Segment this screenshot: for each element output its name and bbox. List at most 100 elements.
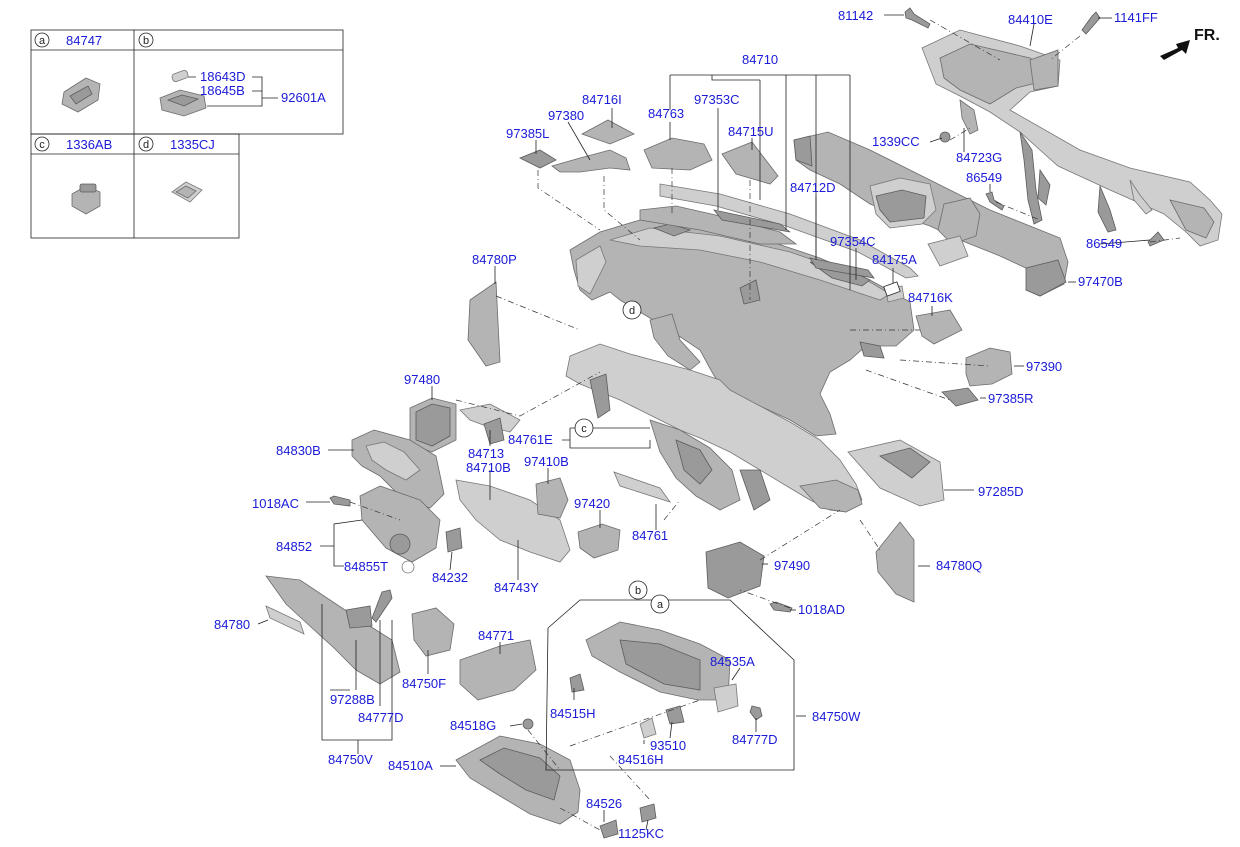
- crash-pad-carrier: [565, 313, 863, 513]
- part-label-84761: 84761: [632, 528, 668, 543]
- nut-1339CC-icon: [939, 131, 951, 143]
- callout-d: d: [629, 305, 635, 317]
- part-label-18643D: 18643D: [200, 69, 246, 84]
- part-label-1141FF: 1141FF: [1114, 10, 1158, 25]
- part-label-84743Y: 84743Y: [494, 580, 539, 595]
- bolt-86549-b-icon: [1147, 231, 1165, 247]
- part-label-97354C: 97354C: [830, 234, 876, 249]
- part-label-84232: 84232: [432, 570, 468, 585]
- inset-table: a 84747 b c 1336AB d 1335CJ 18643D 18645…: [30, 29, 344, 239]
- callout-b-circle: [628, 580, 648, 600]
- part-label-97380: 97380: [548, 108, 584, 123]
- part-label-84777D-b: 84777D: [732, 732, 778, 747]
- part-label-84716I: 84716I: [582, 92, 622, 107]
- inset-part-d: 1335CJ: [170, 137, 215, 152]
- part-label-81142: 81142: [838, 8, 873, 23]
- part-label-84777D-a: 84777D: [358, 710, 404, 725]
- front-arrow-icon: [1160, 40, 1190, 60]
- part-label-97385R: 97385R: [988, 391, 1034, 406]
- part-label-84723G: 84723G: [956, 150, 1002, 165]
- inset-part-a: 84747: [66, 33, 102, 48]
- inset-letter-b-circle: [138, 32, 154, 48]
- crash-pad-main-panel: [569, 219, 915, 437]
- front-label: FR.: [1194, 27, 1220, 44]
- part-label-84515H: 84515H: [550, 706, 596, 721]
- part-label-84780P: 84780P: [472, 252, 517, 267]
- part-label-97353C: 97353C: [694, 92, 740, 107]
- part-label-84855T: 84855T: [344, 559, 388, 574]
- part-label-84526: 84526: [586, 796, 622, 811]
- part-label-97480: 97480: [404, 372, 440, 387]
- bolt-1141FF-icon: [1081, 11, 1101, 35]
- part-label-84716K: 84716K: [908, 290, 953, 305]
- inset-part-c: 1336AB: [66, 137, 112, 152]
- cowl-cross-bar: [921, 29, 1223, 247]
- part-84175A-icon: [883, 281, 901, 297]
- part-label-84710B: 84710B: [466, 460, 511, 475]
- inset-letter-b: b: [143, 35, 149, 47]
- callout-d-circle: [622, 300, 642, 320]
- part-label-84780: 84780: [214, 617, 250, 632]
- part-label-84535A: 84535A: [710, 654, 755, 669]
- callout-b: b: [635, 585, 641, 597]
- part-label-84715U: 84715U: [728, 124, 774, 139]
- part-label-97470B: 97470B: [1078, 274, 1123, 289]
- part-label-1018AD: 1018AD: [798, 602, 845, 617]
- inset-letter-d-circle: [138, 136, 154, 152]
- part-label-97410B: 97410B: [524, 454, 569, 469]
- callout-a: a: [657, 599, 664, 611]
- glove-box-components: [455, 621, 739, 839]
- part-label-84712D: 84712D: [790, 180, 836, 195]
- part-label-86549-a: 86549: [966, 170, 1002, 185]
- grommet-1336AB-icon: [71, 183, 101, 215]
- part-label-84516H: 84516H: [618, 752, 664, 767]
- part-label-84780Q: 84780Q: [936, 558, 982, 573]
- part-label-84771: 84771: [478, 628, 514, 643]
- part-label-97390: 97390: [1026, 359, 1062, 374]
- part-label-84510A: 84510A: [388, 758, 433, 773]
- part-label-93510: 93510: [650, 738, 686, 753]
- bolt-81142-icon: [904, 7, 931, 29]
- part-label-1018AC: 1018AC: [252, 496, 299, 511]
- part-label-97288B: 97288B: [330, 692, 375, 707]
- screw-84777D-b-icon: [749, 705, 763, 721]
- part-label-84830B: 84830B: [276, 443, 321, 458]
- air-duct-assembly: [793, 131, 1069, 297]
- part-label-84518G: 84518G: [450, 718, 496, 733]
- part-labels: 81142 84410E 1141FF 84710 84716I 97380 9…: [214, 8, 1158, 841]
- part-label-97490: 97490: [774, 558, 810, 573]
- inset-letter-a: a: [39, 35, 46, 47]
- part-label-84761E: 84761E: [508, 432, 553, 447]
- leader-lines: [257, 14, 1151, 831]
- part-label-84710: 84710: [742, 52, 778, 67]
- part-label-84852: 84852: [276, 539, 312, 554]
- inset-letter-d: d: [143, 139, 149, 151]
- part-label-92601A: 92601A: [281, 90, 326, 105]
- part-label-84750F: 84750F: [402, 676, 446, 691]
- part-label-1339CC: 1339CC: [872, 134, 920, 149]
- crash-pad-trim-parts: [519, 119, 1013, 407]
- callout-circles: c d a b: [574, 300, 670, 614]
- screw-1018AC-icon: [329, 495, 351, 507]
- part-label-18645B: 18645B: [200, 83, 245, 98]
- assembly-dashed-lines: [349, 19, 1181, 831]
- screw-1018AD-icon: [769, 601, 793, 613]
- inset-letter-a-circle: [34, 32, 50, 48]
- lamp-assembly-icon: [159, 69, 207, 117]
- part-label-84750V: 84750V: [328, 752, 373, 767]
- part-label-84763: 84763: [648, 106, 684, 121]
- front-direction-indicator: FR.: [1160, 27, 1220, 60]
- part-label-97285D: 97285D: [978, 484, 1024, 499]
- part-label-84175A: 84175A: [872, 252, 917, 267]
- bolt-86549-a-icon: [985, 191, 1005, 211]
- screw-84777D-a-icon: [371, 589, 393, 623]
- left-side-components: [265, 281, 945, 701]
- part-label-84713: 84713: [468, 446, 504, 461]
- part-label-84750W: 84750W: [812, 709, 861, 724]
- part-label-97385L: 97385L: [506, 126, 549, 141]
- pad-1335CJ-icon: [171, 181, 203, 203]
- callout-a-circle: [650, 594, 670, 614]
- callout-c-circle: [574, 418, 594, 438]
- callout-c: c: [581, 423, 587, 435]
